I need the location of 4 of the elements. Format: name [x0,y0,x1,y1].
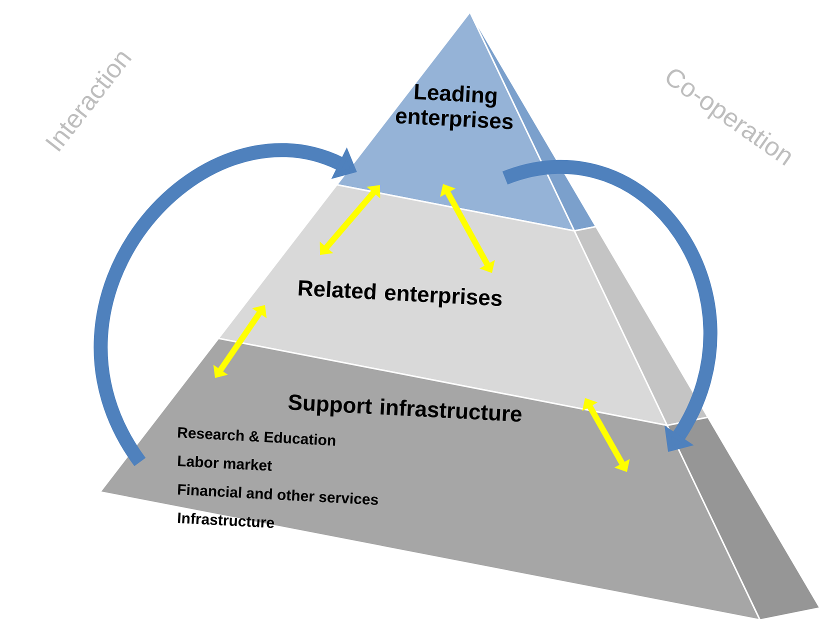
pyramid-tier: Support infrastructure Research & Education Labor market Financial and other services Infrastructure [98,338,822,622]
double-arrow [440,184,495,273]
double-arrow [582,398,630,472]
double-arrow [320,185,380,255]
